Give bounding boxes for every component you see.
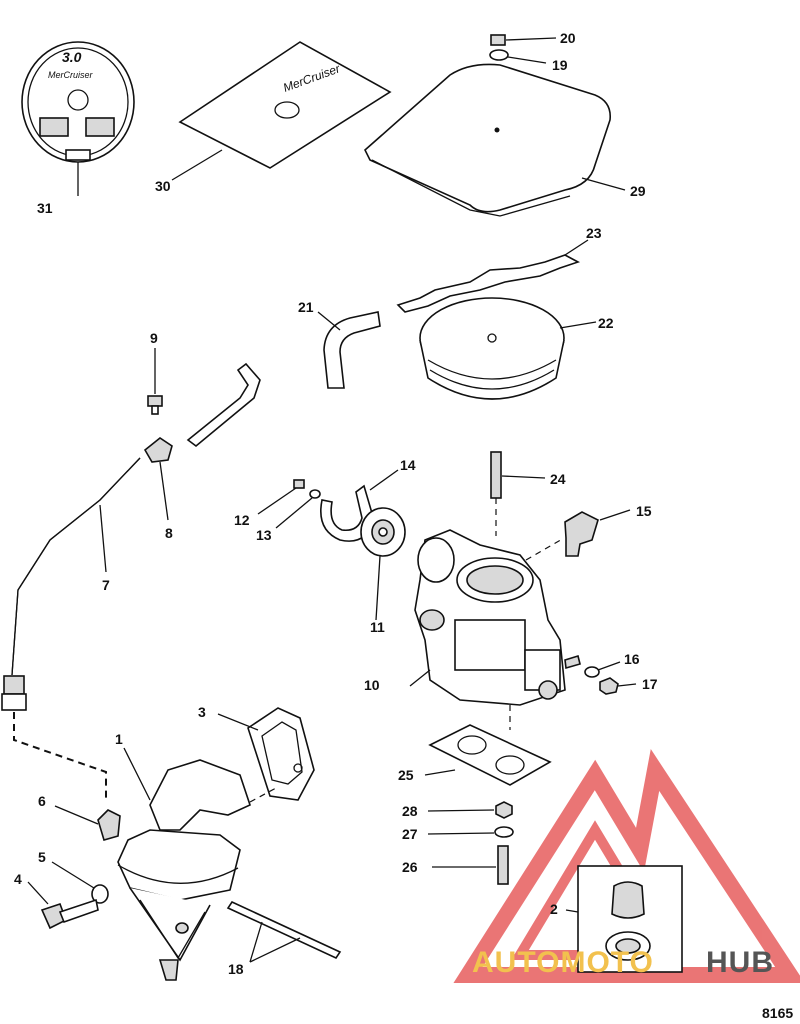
callout-6: 6 — [38, 793, 46, 809]
air-cleaner-cover-29 — [364, 63, 612, 217]
callout-28: 28 — [402, 803, 418, 819]
callout-30: 30 — [155, 178, 171, 194]
stud-24 — [490, 451, 502, 499]
stud-26 — [497, 845, 509, 885]
nut-17 — [599, 677, 619, 695]
callout-15: 15 — [636, 503, 652, 519]
callout-10: 10 — [364, 677, 380, 693]
cover-gasket-30: MerCruiser — [178, 41, 392, 169]
callout-25: 25 — [398, 767, 414, 783]
bolt-9 — [147, 395, 163, 415]
fitting-6 — [97, 809, 121, 841]
callout-22: 22 — [598, 315, 614, 331]
watermark-text: AUTOMOTO HUB — [472, 946, 774, 979]
callout-26: 26 — [402, 859, 418, 875]
callout-19: 19 — [552, 57, 568, 73]
washer-5 — [91, 884, 109, 904]
callout-11: 11 — [370, 619, 385, 635]
washer-27 — [494, 826, 514, 838]
callout-31: 31 — [37, 200, 53, 216]
callout-18: 18 — [228, 961, 244, 977]
pump-gasket-3 — [247, 707, 315, 801]
nut-20 — [490, 34, 506, 46]
lockwasher-16 — [584, 666, 600, 678]
callout-14: 14 — [400, 457, 416, 473]
fitting-15 — [564, 511, 599, 557]
watermark-brand-a: AUTOMOTO — [472, 946, 654, 979]
callout-3: 3 — [198, 704, 206, 720]
callout-13: 13 — [256, 527, 272, 543]
screw-12 — [293, 479, 305, 489]
fuel-pump-1 — [117, 759, 251, 981]
washer-19 — [489, 49, 509, 61]
callout-23: 23 — [586, 225, 602, 241]
callout-20: 20 — [560, 30, 576, 46]
callout-2: 2 — [550, 901, 558, 917]
bracket-23 — [396, 254, 581, 313]
watermark-brand-b: HUB — [706, 946, 774, 979]
nut-28 — [495, 801, 513, 819]
decal-31: 3.0 MerCruiser — [21, 41, 135, 163]
bolt-4 — [40, 898, 99, 930]
callout-8: 8 — [165, 525, 173, 541]
callout-21: 21 — [298, 299, 314, 315]
callout-29: 29 — [630, 183, 646, 199]
pushrod-18 — [226, 900, 342, 960]
kit-box-2 — [577, 865, 683, 973]
decal-model: 3.0 — [62, 49, 82, 65]
callout-9: 9 — [150, 330, 158, 346]
callout-7: 7 — [102, 577, 110, 593]
carburetor-10 — [414, 529, 581, 706]
callout-16: 16 — [624, 651, 640, 667]
vent-hose-21 — [323, 311, 381, 389]
carb-gasket-25 — [428, 724, 552, 786]
callout-24: 24 — [550, 471, 566, 487]
fuel-line-7 — [1, 457, 141, 711]
callout-27: 27 — [402, 826, 418, 842]
callout-17: 17 — [642, 676, 658, 692]
callout-12: 12 — [234, 512, 250, 528]
clamp-8 — [143, 437, 173, 463]
flame-arrestor-22 — [419, 297, 565, 400]
decal-brand: MerCruiser — [48, 70, 94, 80]
vent-tube — [186, 362, 261, 448]
callout-5: 5 — [38, 849, 46, 865]
callout-1: 1 — [115, 731, 123, 747]
diagram-code: 8165 — [762, 1005, 793, 1021]
callout-4: 4 — [14, 871, 22, 887]
callout-labels: 1 2 3 4 5 6 7 8 9 10 11 12 13 14 15 16 1… — [14, 30, 658, 977]
choke-cover-11 — [360, 507, 406, 557]
washer-13 — [309, 489, 321, 499]
